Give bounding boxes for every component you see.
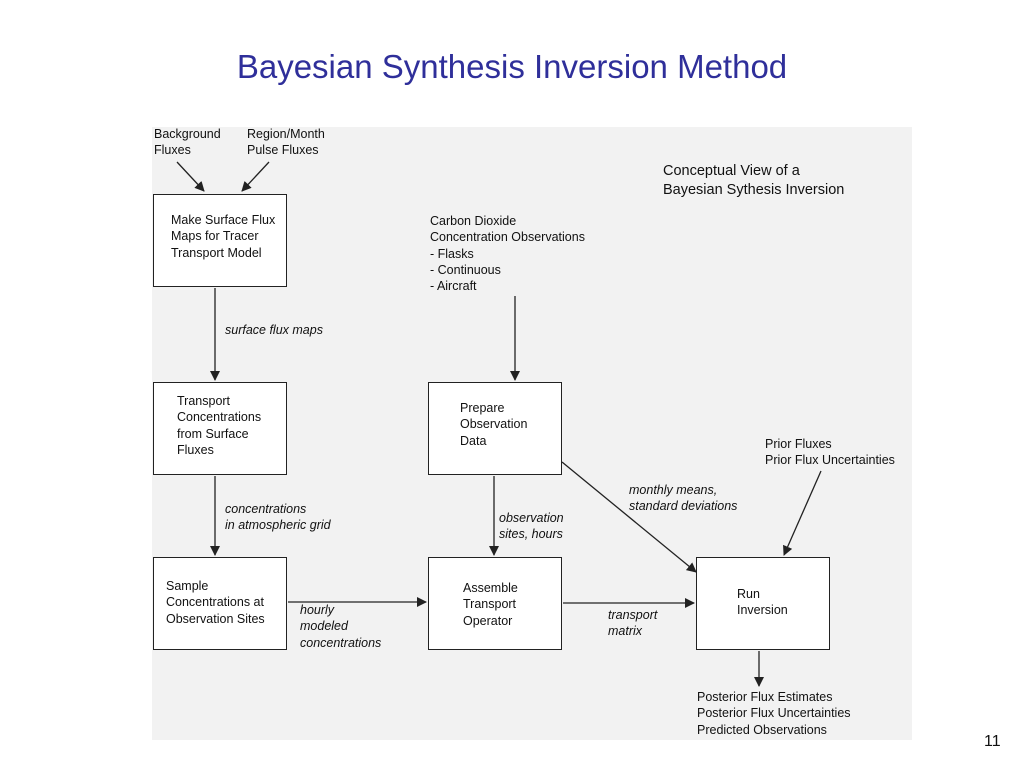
sample-concentrations-text: Sample Concentrations at Observation Sit…	[166, 579, 265, 626]
transport-concentrations-text: Transport Concentrations from Surface Fl…	[177, 394, 262, 457]
arrow-prior-to-run	[783, 470, 822, 556]
diagram-heading: Conceptual View of a Bayesian Sythesis I…	[663, 163, 845, 198]
transport-concentrations-box	[153, 382, 287, 475]
region-month-fluxes-label: Region/Month Pulse Fluxes	[247, 127, 325, 158]
background-fluxes-label: Background Fluxes	[154, 127, 221, 158]
assemble-transport-operator-box	[428, 557, 562, 650]
surface-flux-maps-label: surface flux maps	[225, 323, 323, 337]
hourly-modeled-label: hourly modeled concentrations	[300, 603, 382, 650]
transport-matrix-label: transport matrix	[608, 608, 658, 639]
run-inversion-text: Run Inversion	[737, 587, 788, 618]
make-surface-flux-maps-box	[153, 194, 287, 287]
observation-sites-label: observation sites, hours	[499, 511, 564, 542]
outputs-label: Posterior Flux Estimates Posterior Flux …	[697, 690, 851, 737]
prepare-observation-data-box	[428, 382, 562, 475]
co2-observations-label: Carbon Dioxide Concentration Observation…	[430, 214, 585, 294]
prior-fluxes-label: Prior Fluxes Prior Flux Uncertainties	[765, 437, 895, 468]
make-surface-flux-maps-text: Make Surface Flux Maps for Tracer Transp…	[171, 213, 276, 260]
slide-title: Bayesian Synthesis Inversion Method	[236, 48, 788, 85]
arrow-region-to-maps	[241, 161, 270, 192]
run-inversion-box	[696, 557, 830, 650]
page-number: 11	[984, 733, 1001, 750]
concentrations-label: concentrations in atmospheric grid	[225, 502, 331, 533]
assemble-transport-operator-text: Assemble Transport Operator	[463, 581, 518, 628]
arrow-background-to-maps	[176, 161, 205, 192]
monthly-means-label: monthly means, standard deviations	[629, 483, 738, 514]
arrow-prepare-to-run	[561, 461, 697, 573]
prepare-observation-data-text: Prepare Observation Data	[460, 401, 528, 448]
sample-concentrations-box	[153, 557, 287, 650]
